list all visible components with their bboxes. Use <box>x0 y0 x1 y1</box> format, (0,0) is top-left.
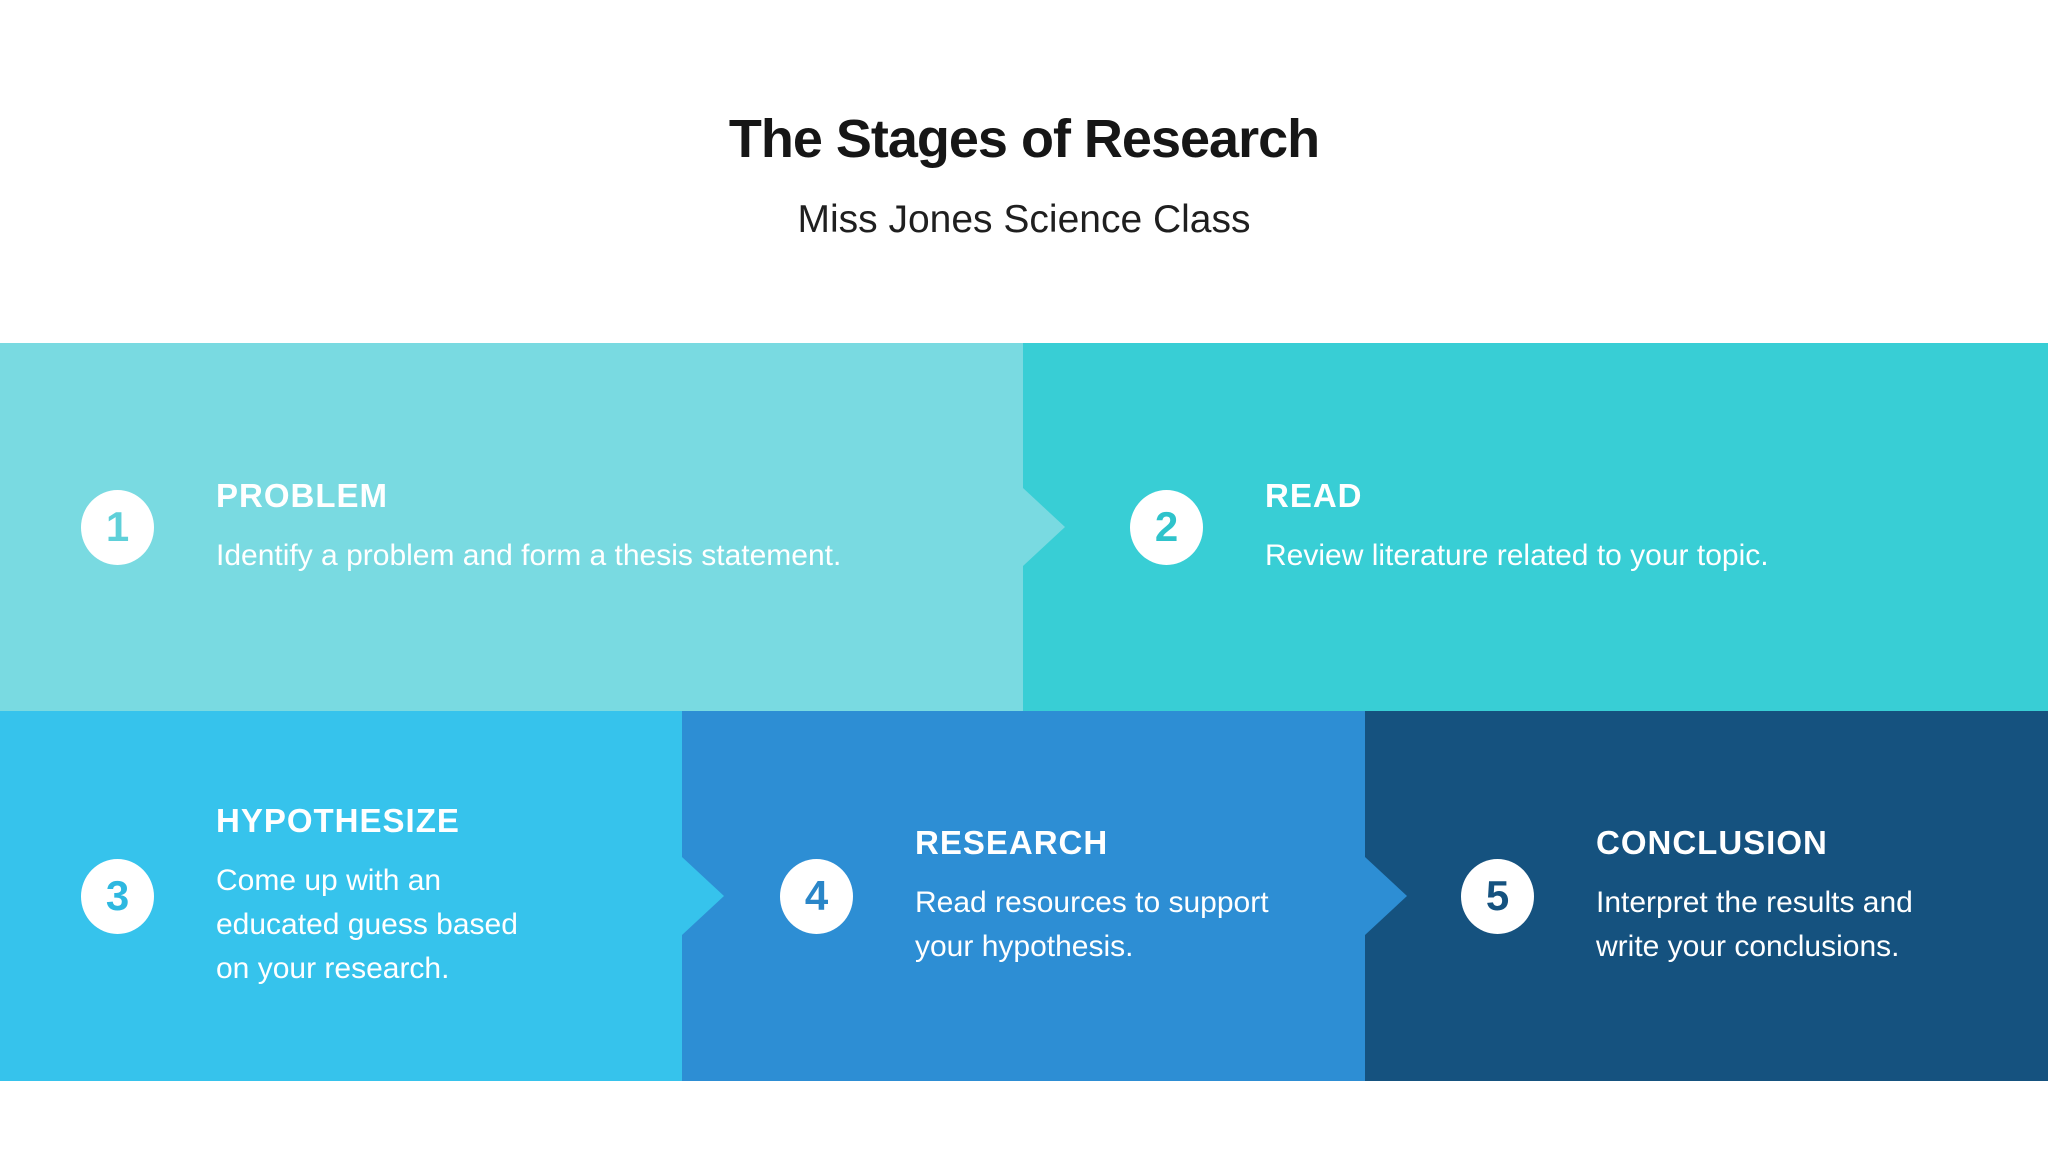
stage-block-read: 2 READ Review literature related to your… <box>1023 343 2048 711</box>
stage-title: CONCLUSION <box>1596 824 1828 861</box>
stage-title: READ <box>1265 477 1363 514</box>
stage-number-badge: 1 <box>81 489 154 565</box>
stage-number-badge: 2 <box>1130 489 1203 565</box>
header: The Stages of Research Miss Jones Scienc… <box>0 0 2048 343</box>
stage-description: Come up with an educated guess based on … <box>216 864 518 985</box>
arrow-right-icon <box>1023 488 1065 566</box>
page-subtitle: Miss Jones Science Class <box>797 198 1251 241</box>
arrow-right-icon <box>682 857 724 935</box>
stage-block-hypothesize: 3 HYPOTHESIZE Come up with an educated g… <box>0 711 724 1081</box>
arrow-right-icon <box>1365 857 1407 935</box>
stage-number-badge: 5 <box>1461 858 1534 934</box>
stage-block-conclusion: 5 CONCLUSION Interpret the results and w… <box>1365 711 2048 1081</box>
stage-description: Read resources to support your hypothesi… <box>915 886 1269 963</box>
stage-description: Review literature related to your topic. <box>1265 539 1769 572</box>
stage-title: HYPOTHESIZE <box>216 802 460 839</box>
stage-number-badge: 4 <box>780 858 853 934</box>
stage-block-problem: 1 PROBLEM Identify a problem and form a … <box>0 343 1065 711</box>
stage-number-badge: 3 <box>81 858 154 934</box>
stage-block-research: 4 RESEARCH Read resources to support you… <box>682 711 1407 1081</box>
stage-number: 2 <box>1154 503 1179 550</box>
page-title: The Stages of Research <box>728 109 1320 169</box>
stage-title: PROBLEM <box>216 477 388 514</box>
stage-description: Interpret the results and write your con… <box>1596 886 1913 963</box>
stage-number: 3 <box>105 872 130 919</box>
stages-diagram: 1 PROBLEM Identify a problem and form a … <box>0 343 2048 1081</box>
stage-description: Identify a problem and form a thesis sta… <box>216 539 842 572</box>
stage-number: 5 <box>1485 872 1510 919</box>
stage-number: 4 <box>804 872 829 919</box>
stage-title: RESEARCH <box>915 824 1109 861</box>
stage-row-2: 3 HYPOTHESIZE Come up with an educated g… <box>0 711 2048 1081</box>
stage-number: 1 <box>105 503 130 550</box>
stage-row-1: 1 PROBLEM Identify a problem and form a … <box>0 343 2048 711</box>
